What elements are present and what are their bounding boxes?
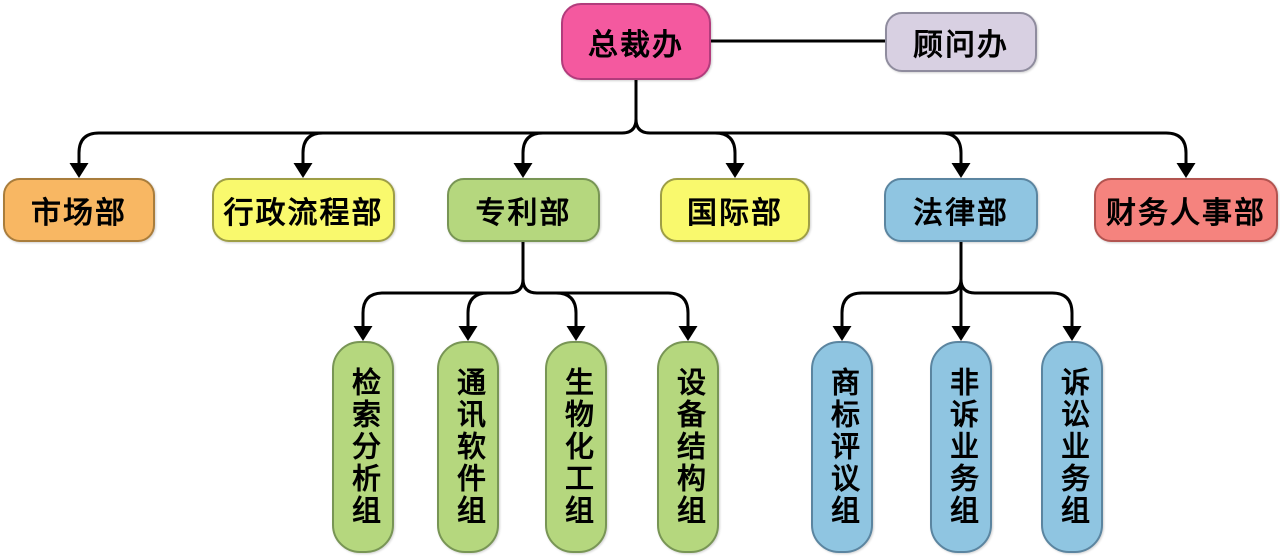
arrowhead-trademark-review: [832, 326, 852, 341]
node-litigation-group: 诉讼业务组: [1041, 341, 1103, 553]
arrowhead-comm-software: [458, 326, 478, 341]
node-label: 设备结构组: [672, 367, 705, 527]
node-label: 商标评议组: [826, 367, 859, 527]
node-marketing-dept: 市场部: [3, 178, 155, 242]
edge-president-bus-left: [77, 78, 638, 164]
arrowhead-litigation: [1062, 326, 1082, 341]
node-international-dept: 国际部: [660, 178, 810, 242]
node-device-structure-group: 设备结构组: [657, 341, 719, 553]
arrowhead-device-structure: [678, 326, 698, 341]
node-search-analysis-group: 检索分析组: [332, 341, 394, 553]
node-label: 市场部: [31, 197, 127, 230]
edge-drop-bio-chemical: [555, 291, 578, 327]
node-label: 诉讼业务组: [1056, 367, 1089, 527]
arrowhead-patent: [513, 163, 533, 178]
arrowhead-search-analysis: [353, 326, 373, 341]
edge-drop-comm-software: [466, 291, 489, 327]
node-label: 国际部: [687, 197, 783, 230]
node-label: 通讯软件组: [452, 367, 485, 527]
node-admin-process-dept: 行政流程部: [212, 178, 395, 242]
node-label: 专利部: [475, 197, 572, 230]
arrowhead-legal: [951, 163, 971, 178]
node-label: 行政流程部: [223, 197, 384, 230]
node-patent-dept: 专利部: [447, 178, 600, 242]
node-label: 法律部: [913, 197, 1009, 230]
edge-legal-bus-right: [959, 240, 1074, 327]
edge-drop-international: [714, 131, 737, 164]
arrowhead-bio-chemical: [566, 326, 586, 341]
node-president-office: 总裁办: [561, 3, 711, 80]
node-communication-software-group: 通讯软件组: [437, 341, 499, 553]
edge-patent-bus-right: [521, 240, 690, 327]
edge-drop-admin-process: [301, 131, 324, 164]
node-non-litigation-group: 非诉业务组: [930, 341, 992, 553]
edge-president-bus-right: [634, 78, 1188, 164]
node-bio-chemical-group: 生物化工组: [545, 341, 607, 553]
arrowhead-admin-process: [293, 163, 313, 178]
arrowhead-non-litigation: [951, 326, 971, 341]
node-label: 顾问办: [913, 29, 1009, 62]
node-trademark-review-group: 商标评议组: [811, 341, 873, 553]
node-finance-hr-dept: 财务人事部: [1094, 178, 1278, 242]
edge-drop-patent: [521, 131, 544, 164]
arrowhead-finance-hr: [1176, 163, 1196, 178]
edge-patent-bus-left: [361, 240, 525, 327]
edge-legal-bus-left: [840, 240, 963, 327]
node-advisor-office: 顾问办: [885, 12, 1037, 72]
node-legal-dept: 法律部: [884, 178, 1038, 242]
node-label: 总裁办: [588, 28, 684, 62]
node-label: 非诉业务组: [945, 367, 978, 527]
node-label: 检索分析组: [347, 367, 380, 527]
arrowhead-international: [725, 163, 745, 178]
node-label: 生物化工组: [560, 367, 593, 527]
node-label: 财务人事部: [1106, 197, 1266, 230]
arrowhead-marketing: [69, 163, 89, 178]
edge-drop-legal: [940, 131, 963, 164]
